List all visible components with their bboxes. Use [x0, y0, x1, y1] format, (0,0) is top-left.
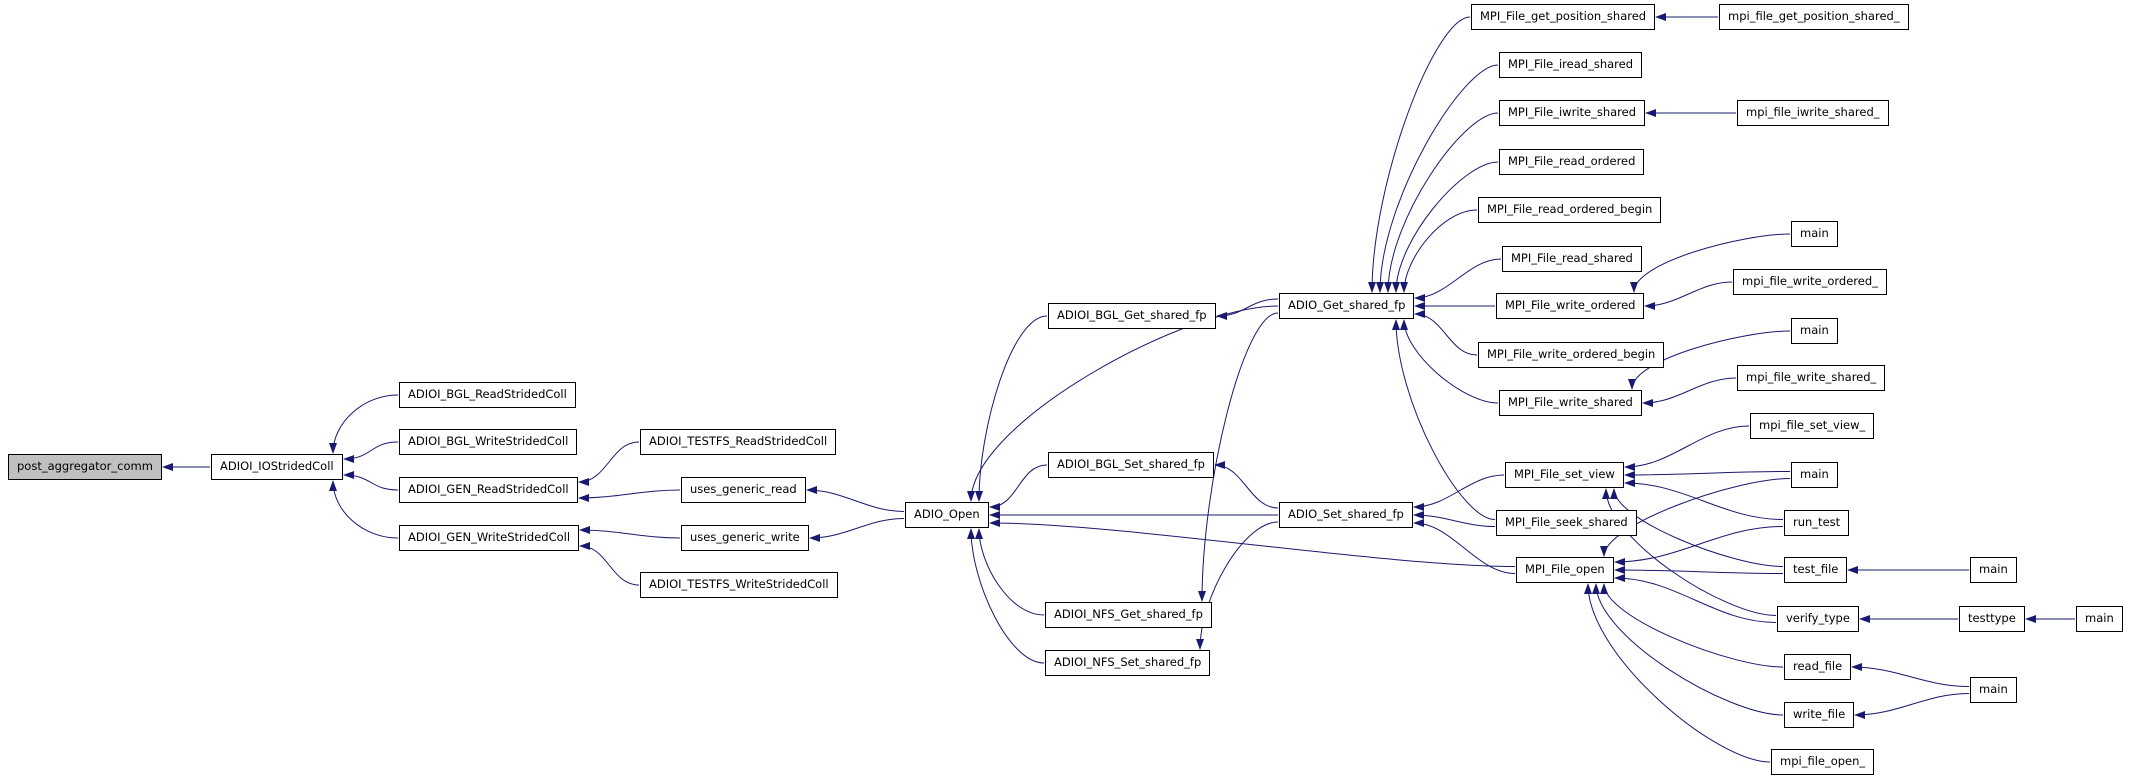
graph-node-MPI_File_iwrite_shared[interactable]: MPI_File_iwrite_shared — [1499, 100, 1646, 126]
graph-node-ADIO_Get_shared_fp[interactable]: ADIO_Get_shared_fp — [1279, 293, 1415, 319]
graph-node-main_1[interactable]: main — [1791, 221, 1838, 247]
graph-node-mpi_file_get_position_shared_[interactable]: mpi_file_get_position_shared_ — [1719, 4, 1909, 30]
graph-node-verify_type[interactable]: verify_type — [1777, 606, 1859, 632]
graph-node-main_5[interactable]: main — [1970, 677, 2017, 703]
graph-node-ADIOI_BGL_Get_shared_fp[interactable]: ADIOI_BGL_Get_shared_fp — [1048, 303, 1216, 329]
graph-node-main_6[interactable]: main — [2076, 606, 2123, 632]
graph-node-MPI_File_read_shared[interactable]: MPI_File_read_shared — [1502, 246, 1642, 272]
graph-node-read_file[interactable]: read_file — [1784, 654, 1852, 680]
graph-node-testtype[interactable]: testtype — [1959, 606, 2025, 632]
graph-node-ADIOI_GEN_WriteStridedColl[interactable]: ADIOI_GEN_WriteStridedColl — [399, 525, 580, 551]
graph-node-ADIOI_BGL_ReadStridedColl[interactable]: ADIOI_BGL_ReadStridedColl — [399, 382, 576, 408]
graph-node-mpi_file_open_[interactable]: mpi_file_open_ — [1771, 749, 1875, 775]
graph-node-ADIO_Set_shared_fp[interactable]: ADIO_Set_shared_fp — [1279, 502, 1413, 528]
graph-node-uses_generic_read[interactable]: uses_generic_read — [681, 477, 806, 503]
graph-node-ADIOI_IOStridedColl[interactable]: ADIOI_IOStridedColl — [211, 454, 343, 480]
graph-node-write_file[interactable]: write_file — [1784, 702, 1855, 728]
graph-node-main_3[interactable]: main — [1791, 462, 1838, 488]
graph-node-mpi_file_write_shared_[interactable]: mpi_file_write_shared_ — [1737, 365, 1886, 391]
graph-node-mpi_file_write_ordered_[interactable]: mpi_file_write_ordered_ — [1733, 269, 1887, 295]
graph-node-ADIOI_BGL_Set_shared_fp[interactable]: ADIOI_BGL_Set_shared_fp — [1048, 452, 1214, 478]
graph-node-mpi_file_iwrite_shared_[interactable]: mpi_file_iwrite_shared_ — [1737, 100, 1889, 126]
graph-node-MPI_File_iread_shared[interactable]: MPI_File_iread_shared — [1499, 52, 1643, 78]
graph-node-ADIO_Open[interactable]: ADIO_Open — [905, 502, 989, 528]
graph-node-MPI_File_read_ordered[interactable]: MPI_File_read_ordered — [1499, 149, 1645, 175]
graph-node-ADIOI_TESTFS_WriteStridedColl[interactable]: ADIOI_TESTFS_WriteStridedColl — [640, 572, 838, 598]
graph-node-ADIOI_TESTFS_ReadStridedColl[interactable]: ADIOI_TESTFS_ReadStridedColl — [640, 429, 837, 455]
graph-node-MPI_File_write_shared[interactable]: MPI_File_write_shared — [1499, 390, 1642, 416]
graph-node-MPI_File_write_ordered[interactable]: MPI_File_write_ordered — [1496, 293, 1645, 319]
graph-node-run_test[interactable]: run_test — [1784, 510, 1850, 536]
graph-node-post_aggregator_comm: post_aggregator_comm — [8, 454, 162, 480]
graph-node-main_4[interactable]: main — [1970, 557, 2017, 583]
graph-node-MPI_File_open[interactable]: MPI_File_open — [1516, 557, 1614, 583]
graph-node-MPI_File_set_view[interactable]: MPI_File_set_view — [1505, 462, 1624, 488]
graph-node-ADIOI_GEN_ReadStridedColl[interactable]: ADIOI_GEN_ReadStridedColl — [399, 477, 578, 503]
graph-node-ADIOI_NFS_Get_shared_fp[interactable]: ADIOI_NFS_Get_shared_fp — [1045, 602, 1212, 628]
graph-node-main_2[interactable]: main — [1791, 318, 1838, 344]
graph-node-ADIOI_NFS_Set_shared_fp[interactable]: ADIOI_NFS_Set_shared_fp — [1045, 650, 1211, 676]
graph-node-ADIOI_BGL_WriteStridedColl[interactable]: ADIOI_BGL_WriteStridedColl — [399, 429, 578, 455]
graph-node-mpi_file_set_view_[interactable]: mpi_file_set_view_ — [1750, 413, 1875, 439]
graph-node-uses_generic_write[interactable]: uses_generic_write — [681, 525, 809, 551]
graph-node-test_file[interactable]: test_file — [1784, 557, 1848, 583]
graph-node-MPI_File_write_ordered_begin[interactable]: MPI_File_write_ordered_begin — [1478, 342, 1665, 368]
graph-node-MPI_File_get_position_shared[interactable]: MPI_File_get_position_shared — [1471, 4, 1656, 30]
graph-node-MPI_File_read_ordered_begin[interactable]: MPI_File_read_ordered_begin — [1478, 197, 1662, 223]
graph-node-MPI_File_seek_shared[interactable]: MPI_File_seek_shared — [1496, 510, 1637, 536]
